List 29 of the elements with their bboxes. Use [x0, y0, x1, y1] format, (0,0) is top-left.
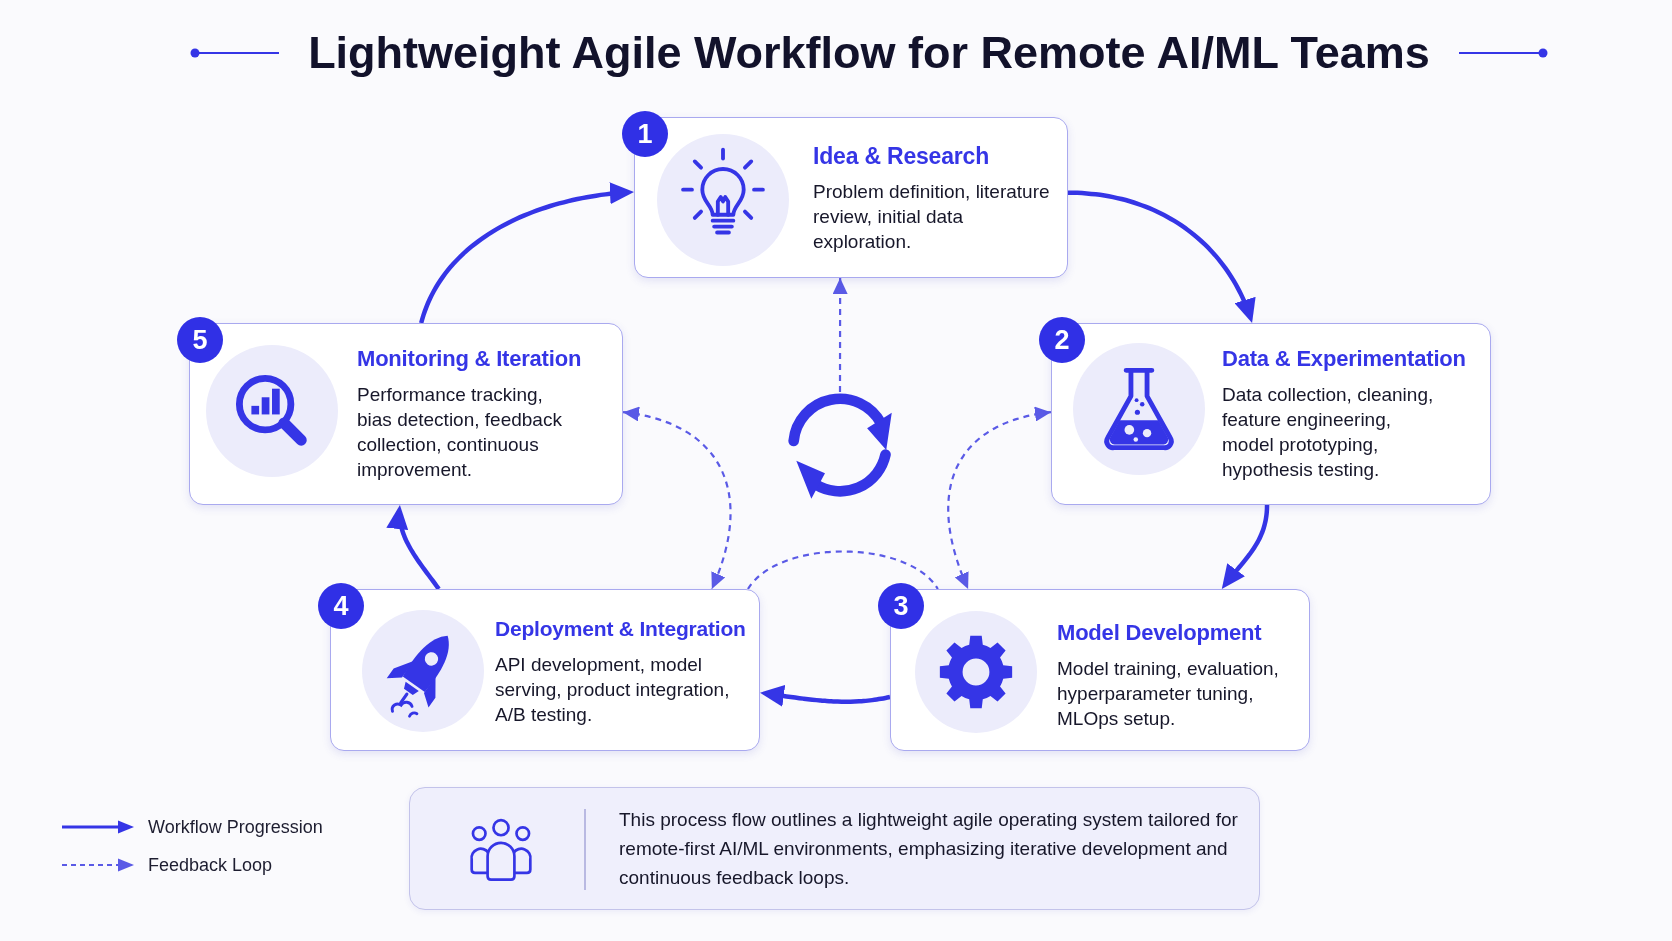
step-description: Data collection, cleaning, feature engineering, model prototyping, hypothesis testing.: [1222, 383, 1435, 482]
curved-arrow: [419, 182, 635, 324]
step-number-badge: 2: [1039, 317, 1085, 363]
curved-arrow: [759, 685, 891, 707]
step-number-badge: 5: [177, 317, 223, 363]
step-title: Deployment & Integration: [495, 616, 747, 642]
curved-arrow: [1067, 190, 1256, 324]
summary-card: [409, 787, 1260, 910]
step-description: Model training, evaluation, hyperparameter tuning, MLOps setup.: [1057, 657, 1280, 731]
dashed-double-arrow: [947, 406, 1052, 590]
curved-arrow: [386, 504, 441, 591]
diagram-title: Lightweight Agile Workflow for Remote AI/ML Teams: [308, 26, 1430, 80]
step-number-badge: 1: [622, 111, 668, 157]
step-description: Problem definition, literature review, initial data exploration.: [813, 180, 1051, 254]
step-title: Idea & Research: [813, 142, 990, 171]
dashed-double-arrow: [622, 406, 732, 590]
dashed-line: [747, 550, 939, 590]
step-title: Data & Experimentation: [1222, 345, 1467, 373]
summary-text: This process flow outlines a lightweight agile operating system tailored for remote-first AI/ML environments, emphasizing iterative development and continuous feedback loops.: [619, 808, 1239, 890]
step-number-badge: 3: [878, 583, 924, 629]
legend-label: Workflow Progression: [148, 816, 323, 838]
step-number-badge: 4: [318, 583, 364, 629]
legend-label: Feedback Loop: [148, 854, 273, 876]
curved-arrow: [1220, 504, 1270, 591]
step-title: Model Development: [1057, 619, 1263, 647]
step-description: API development, model serving, product integration, A/B testing.: [495, 653, 731, 727]
step-description: Performance tracking, bias detection, feedback collection, continuous improvement.: [357, 383, 563, 482]
step-title: Monitoring & Iteration: [357, 345, 583, 373]
dashed-arrow: [832, 277, 848, 393]
